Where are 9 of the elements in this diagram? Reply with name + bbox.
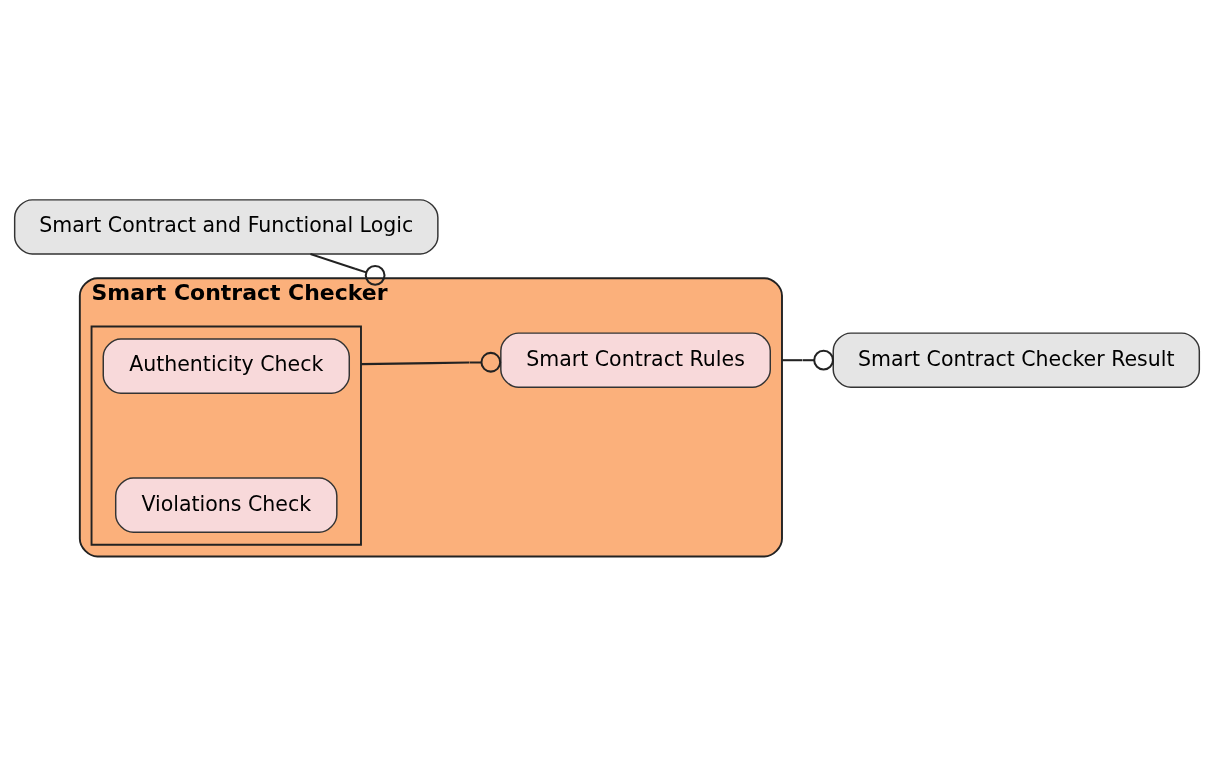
connector (310, 252, 386, 286)
cluster (90, 325, 362, 546)
node-box: Smart Contract and Functional Logic (13, 198, 439, 255)
node-box: Violations Check (114, 476, 338, 533)
node-box: Authenticity Check (102, 337, 350, 394)
node-box: Smart Contract Rules (500, 331, 771, 388)
connector (782, 349, 834, 371)
node-box: Smart Contract Checker Result (832, 331, 1201, 388)
connector (360, 351, 502, 373)
